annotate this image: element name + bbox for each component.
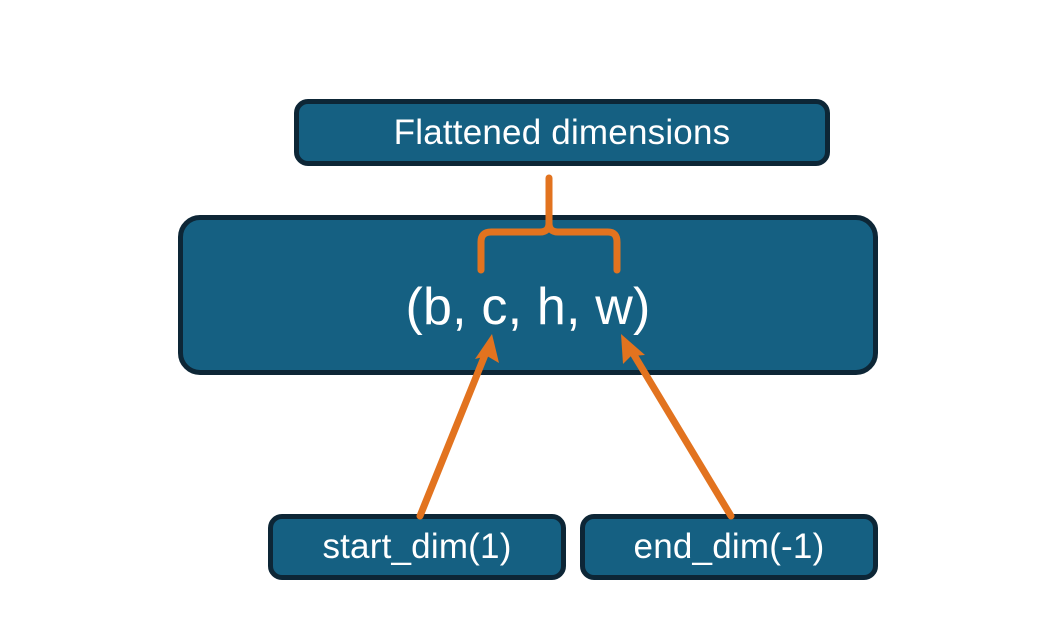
node-start-dim-label: start_dim(1) — [322, 527, 512, 566]
node-tensor-shape[interactable]: (b, c, h, w) — [178, 215, 878, 375]
node-end-dim[interactable]: end_dim(-1) — [580, 514, 878, 580]
node-end-dim-label: end_dim(-1) — [633, 527, 825, 566]
node-flattened-dimensions-label: Flattened dimensions — [393, 112, 731, 152]
node-start-dim[interactable]: start_dim(1) — [268, 514, 566, 580]
node-flattened-dimensions[interactable]: Flattened dimensions — [294, 99, 830, 166]
node-tensor-shape-label: (b, c, h, w) — [405, 278, 651, 336]
